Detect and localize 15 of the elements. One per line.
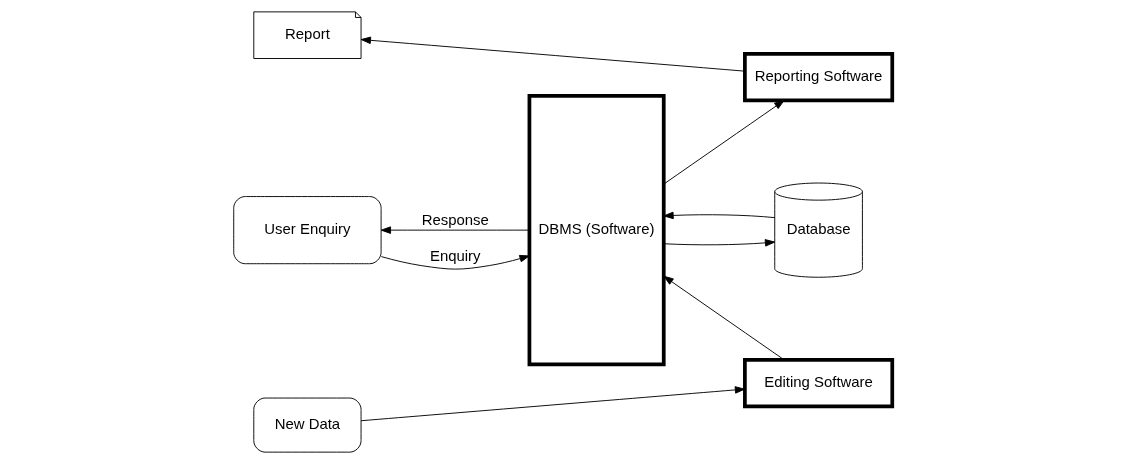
node-box: New Data (253, 397, 362, 453)
arrow (380, 226, 530, 234)
arrow (360, 386, 746, 422)
node-box: Reporting Software (743, 51, 895, 103)
arrow (663, 100, 785, 185)
arrow (663, 239, 776, 247)
arrow (663, 211, 776, 220)
arrow (380, 254, 530, 270)
edge-label: Enquiry (429, 246, 481, 264)
edge-label: Response (421, 211, 489, 229)
node-box: User Enquiry (233, 196, 382, 265)
arrow (663, 275, 785, 361)
node-box: Editing Software (743, 357, 895, 409)
arrow (360, 36, 746, 72)
node-box: DBMS (Software) (527, 93, 666, 367)
